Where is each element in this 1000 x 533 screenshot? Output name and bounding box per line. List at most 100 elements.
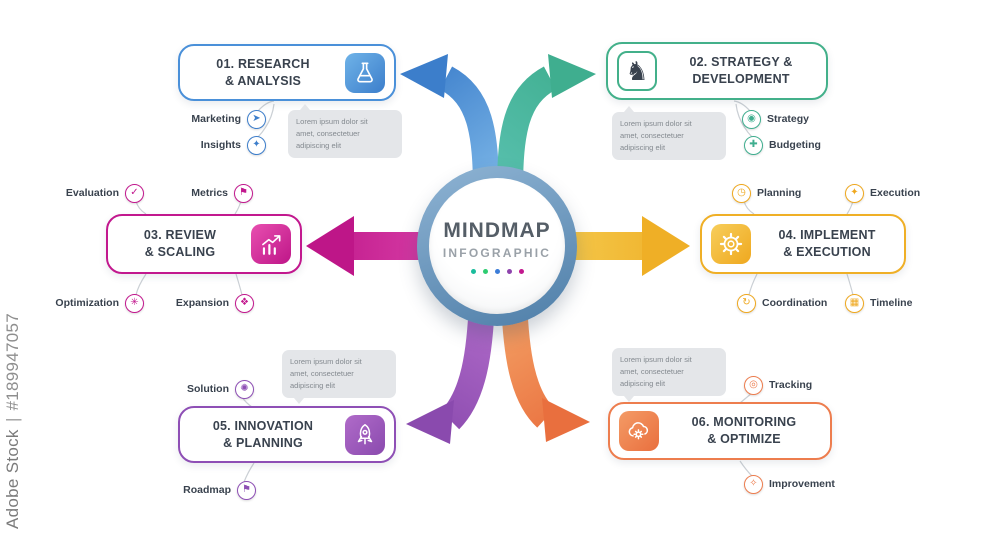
tooltip-text: amet, consectetuer xyxy=(620,131,684,140)
sub-item-strategy: ◉ Strategy xyxy=(742,109,809,129)
clock-icon: ◷ xyxy=(732,183,751,203)
watermark-stock-id: #189947057 xyxy=(3,313,22,411)
growth-chart-icon xyxy=(251,224,291,264)
node-title-line2: DEVELOPMENT xyxy=(692,72,790,86)
node-monitoring-optimize: 06. MONITORING & OPTIMIZE xyxy=(608,402,832,460)
node-review-scaling: 03. REVIEW & SCALING xyxy=(106,214,302,274)
sub-item-marketing: Marketing ➤ xyxy=(184,109,266,129)
check-circle-icon: ✓ xyxy=(125,183,144,203)
node-title: 01. RESEARCH & ANALYSIS xyxy=(189,56,337,90)
center-title: MINDMAP xyxy=(443,218,551,242)
sub-item-label: Roadmap xyxy=(183,484,231,496)
sub-item-label: Strategy xyxy=(767,113,810,125)
sub-icon-glyph: ➤ xyxy=(252,113,261,124)
sub-icon-glyph: ✚ xyxy=(749,139,758,150)
sub-icon-glyph: ✦ xyxy=(252,139,261,150)
node-title-line2: & ANALYSIS xyxy=(224,73,302,88)
node-innovation-planning: 05. INNOVATION & PLANNING xyxy=(178,406,396,463)
sub-icon-glyph: ◎ xyxy=(749,379,758,390)
tooltip-text: adipiscing elit xyxy=(620,379,666,388)
arrow-bottom-right xyxy=(501,299,590,442)
node-title-line2: & EXECUTION xyxy=(783,245,871,259)
spark-icon: ✦ xyxy=(845,183,864,203)
sub-item-timeline: ▦ Timeline xyxy=(845,293,912,313)
sub-icon-glyph: ✓ xyxy=(130,187,139,198)
gear-icon xyxy=(711,224,751,264)
center-node: MINDMAP INFOGRAPHIC xyxy=(417,166,577,326)
sub-icon-glyph: ✳ xyxy=(130,297,139,308)
lightbulb-icon: ✦ xyxy=(247,135,266,155)
tooltip-text: Lorem ipsum dolor sit xyxy=(620,355,692,364)
node-title-line1: 02. STRATEGY & xyxy=(689,55,793,70)
sync-icon: ↻ xyxy=(737,293,756,313)
sub-item-insights: Insights ✦ xyxy=(196,135,266,155)
dot xyxy=(506,268,512,274)
tooltip-text: amet, consectetuer xyxy=(290,369,354,378)
sub-icon-glyph: ▦ xyxy=(849,297,860,308)
tooltip-innovation: Lorem ipsum dolor sit amet, consectetuer… xyxy=(282,350,396,404)
sub-item-label: Budgeting xyxy=(769,139,821,151)
sub-icon-glyph: ✺ xyxy=(240,383,249,394)
sub-item-label: Coordination xyxy=(762,297,828,309)
sub-item-tracking: ◎ Tracking xyxy=(744,375,812,395)
sub-item-label: Optimization xyxy=(55,297,119,309)
sub-icon-glyph: ⚑ xyxy=(239,187,248,198)
watermark: Adobe Stock|#189947057 xyxy=(3,313,23,529)
sub-item-metrics: Metrics ⚑ xyxy=(185,183,253,203)
node-title: 04. IMPLEMENT & EXECUTION xyxy=(759,227,895,261)
node-title-line2: & OPTIMIZE xyxy=(707,432,781,446)
sub-item-label: Execution xyxy=(870,187,921,199)
sub-icon-glyph: ❖ xyxy=(240,297,249,308)
tooltip-text: Lorem ipsum dolor sit xyxy=(620,119,692,128)
node-title: 02. STRATEGY & DEVELOPMENT xyxy=(665,54,817,88)
sub-item-coordination: ↻ Coordination xyxy=(737,293,827,313)
sub-item-label: Insights xyxy=(200,139,241,151)
watermark-separator: | xyxy=(3,417,22,423)
sub-item-label: Marketing xyxy=(191,113,241,125)
sub-item-solution: Solution ✺ xyxy=(186,379,254,399)
map-pin-icon: ⚑ xyxy=(237,480,256,500)
sub-item-label: Metrics xyxy=(191,187,228,199)
sub-item-optimization: Optimization ✳ xyxy=(50,293,144,313)
sub-item-label: Improvement xyxy=(769,478,835,490)
chess-knight-glyph: ♞ xyxy=(625,56,649,86)
node-title: 05. INNOVATION & PLANNING xyxy=(189,418,337,452)
sub-icon-glyph: ◷ xyxy=(737,187,746,198)
tooltip-monitoring: Lorem ipsum dolor sit amet, consectetuer… xyxy=(612,348,726,402)
target-icon: ◉ xyxy=(742,109,761,129)
node-research-analysis: 01. RESEARCH & ANALYSIS xyxy=(178,44,396,101)
sub-item-improvement: ✧ Improvement xyxy=(744,474,835,494)
dot xyxy=(494,268,500,274)
tooltip-text: amet, consectetuer xyxy=(296,129,360,138)
sub-item-label: Evaluation xyxy=(65,187,119,199)
sub-item-label: Solution xyxy=(187,383,229,395)
tooltip-strategy: Lorem ipsum dolor sit amet, consectetuer… xyxy=(612,106,726,160)
sub-item-execution: ✦ Execution xyxy=(845,183,920,203)
brain-icon: ✳ xyxy=(125,293,144,313)
tooltip-text: amet, consectetuer xyxy=(620,367,684,376)
megaphone-icon: ➤ xyxy=(247,109,266,129)
crosshair-icon: ◎ xyxy=(744,375,763,395)
sub-item-roadmap: Roadmap ⚑ xyxy=(178,480,256,500)
node-title-line1: 03. REVIEW xyxy=(143,228,217,243)
tooltip-text: adipiscing elit xyxy=(620,143,666,152)
sub-item-evaluation: Evaluation ✓ xyxy=(62,183,144,203)
node-title: 03. REVIEW & SCALING xyxy=(117,227,243,261)
node-title: 06. MONITORING & OPTIMIZE xyxy=(667,414,821,448)
chess-knight-icon: ♞ xyxy=(617,51,657,91)
sub-item-label: Planning xyxy=(757,187,802,199)
center-subtitle: INFOGRAPHIC xyxy=(442,245,552,260)
node-title-line1: 06. MONITORING xyxy=(691,415,797,430)
tooltip-text: Lorem ipsum dolor sit xyxy=(290,357,362,366)
node-strategy-development: ♞ 02. STRATEGY & DEVELOPMENT xyxy=(606,42,828,100)
tooltip-research: Lorem ipsum dolor sit amet, consectetuer… xyxy=(288,104,402,158)
center-dots xyxy=(470,268,524,274)
sub-icon-glyph: ↻ xyxy=(742,297,751,308)
tooltip-text: adipiscing elit xyxy=(296,141,342,150)
sub-item-label: Tracking xyxy=(769,379,813,391)
sub-item-budgeting: ✚ Budgeting xyxy=(744,135,821,155)
dot xyxy=(482,268,488,274)
coins-icon: ✚ xyxy=(744,135,763,155)
puzzle-icon: ✺ xyxy=(235,379,254,399)
